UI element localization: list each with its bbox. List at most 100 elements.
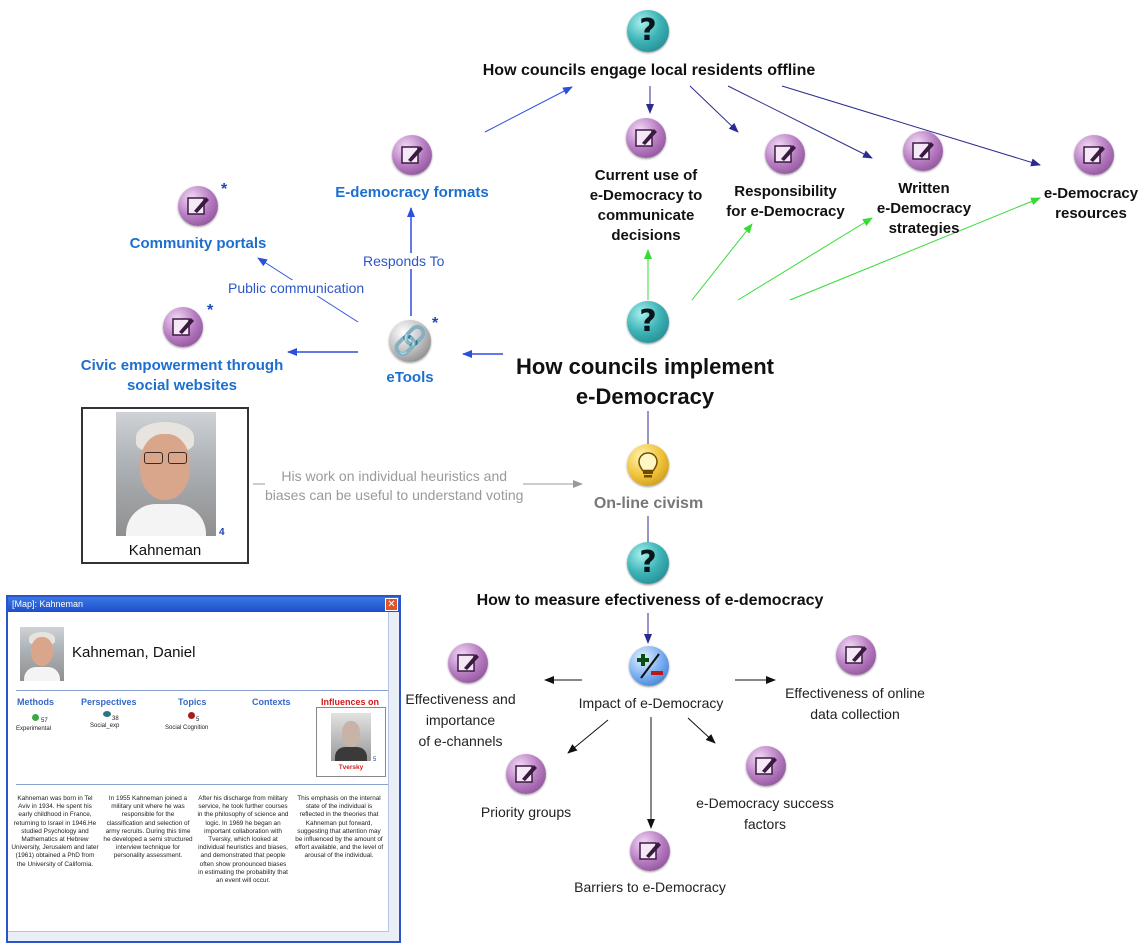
person-count: 4 [219,527,225,538]
edge-procon-success [687,717,716,744]
idea-label[interactable]: On-line civism [593,495,704,512]
pro-con-icon[interactable] [629,646,669,686]
note-icon[interactable] [506,754,546,794]
perspectives-value[interactable]: Social_exp [90,723,120,729]
topics-heading[interactable]: Topics [178,697,207,707]
perspectives-count: 38 [112,716,119,722]
label-line: importance [425,712,496,728]
influence-card[interactable]: Tversky 5 [316,707,386,777]
horizontal-scrollbar[interactable] [8,931,389,941]
popup-person-name: Kahneman, Daniel [72,644,196,661]
note-icon[interactable] [448,643,488,683]
community-portals-label[interactable]: Community portals [129,235,267,252]
bio-paragraph: In 1955 Kahneman joined a military unit … [103,795,193,860]
note-icon[interactable] [630,831,670,871]
note-icon[interactable] [1074,135,1114,175]
contexts-heading[interactable]: Contexts [252,697,291,707]
responds-to-label: Responds To [363,253,445,269]
label-line: Effectiveness of online [785,685,925,701]
tversky-name: Tversky [338,764,364,771]
vertical-scrollbar[interactable] [388,612,399,941]
priority-label[interactable]: Priority groups [480,804,572,820]
note-icon[interactable] [178,186,218,226]
close-button[interactable]: ✕ [385,598,398,611]
label-line: e-Democracy [876,200,972,217]
perspectives-icon [103,711,111,717]
star-marker: * [207,302,214,319]
divider [16,784,388,785]
online-data-label[interactable]: Effectiveness of online data collection [770,683,940,725]
influences-heading[interactable]: Influences on [321,697,380,707]
edge-procon-priority [567,719,609,754]
edge-root-responsibility [689,85,739,133]
edge-root-written [727,85,873,159]
tversky-photo [331,713,371,761]
responsibility-label[interactable]: Responsibility for e-Democracy [713,182,858,222]
note-icon[interactable] [746,746,786,786]
formats-label[interactable]: E-democracy formats [335,184,489,201]
central-question-line: e-Democracy [575,384,715,409]
label-line: social websites [126,377,238,394]
note-icon[interactable] [765,134,805,174]
popup-title: [Map]: Kahneman [12,599,84,609]
person-name: Kahneman [128,542,202,559]
etools-label[interactable]: eTools [386,369,434,386]
label-line: of e-channels [418,733,503,749]
label-line: Written [898,180,950,197]
tversky-count: 5 [373,757,377,763]
link-icon[interactable]: 🔗 [389,320,431,362]
label-line: for e-Democracy [726,203,845,220]
label-line: resources [1055,205,1127,222]
bio-paragraph: After his discharge from military servic… [197,795,289,885]
methods-value[interactable]: Experimental [16,726,52,732]
question-icon[interactable]: ? [627,301,669,343]
question-icon[interactable]: ? [627,10,669,52]
resources-label[interactable]: e-Democracy resources [1036,184,1146,224]
perspectives-heading[interactable]: Perspectives [81,697,137,707]
star-marker: * [221,181,228,198]
root-question-label[interactable]: How councils engage local residents offl… [482,62,816,79]
edge-central-resources [789,197,1041,301]
label-line: data collection [810,706,900,722]
methods-count: 57 [41,718,48,724]
divider [16,690,388,691]
label-line: Responsibility [734,183,837,200]
note-icon[interactable] [903,131,943,171]
label-line: e-Democracy success [696,795,834,811]
heuristics-label: His work on individual heuristics and bi… [265,467,524,505]
popup-titlebar[interactable]: [Map]: Kahneman ✕ [8,597,399,612]
edge-central-responsibility [691,223,753,301]
heuristics-line: biases can be useful to understand votin… [265,487,524,503]
popup-photo [20,627,64,681]
channels-label[interactable]: Effectiveness and importance of e-channe… [398,689,523,752]
person-photo [116,412,216,536]
heuristics-line: His work on individual heuristics and [281,468,508,484]
current-use-label[interactable]: Current use of e-Democracy to communicat… [571,166,721,246]
label-line: factors [743,816,786,832]
pro-con-label[interactable]: Impact of e-Democracy [578,695,724,711]
topics-icon [188,712,195,719]
edge-root-resources [781,85,1041,167]
edge-formats-root [484,86,573,133]
civic-label[interactable]: Civic empowerment through social website… [72,356,292,396]
question-icon[interactable]: ? [627,542,669,584]
note-icon[interactable] [836,635,876,675]
written-label[interactable]: Written e-Democracy strategies [854,179,994,239]
label-line: strategies [888,220,960,237]
measure-question-label[interactable]: How to measure efectiveness of e-democra… [476,592,824,609]
barriers-label[interactable]: Barriers to e-Democracy [574,879,726,895]
public-communication-label: Public communication [228,280,365,296]
methods-icon [32,714,39,721]
note-icon[interactable] [626,118,666,158]
label-line: e-Democracy [1043,185,1139,202]
methods-heading[interactable]: Methods [17,697,54,707]
note-icon[interactable] [163,307,203,347]
person-popup-window[interactable]: [Map]: Kahneman ✕ Kahneman, Daniel Metho… [6,595,401,943]
central-question-label[interactable]: How councils implement e-Democracy [500,352,790,412]
topics-value[interactable]: Social Cognition [165,725,209,731]
success-label[interactable]: e-Democracy success factors [680,793,850,835]
person-card[interactable]: 4 Kahneman [81,407,249,564]
edge-central-written [737,217,873,301]
note-icon[interactable] [392,135,432,175]
lightbulb-icon[interactable] [627,444,669,486]
